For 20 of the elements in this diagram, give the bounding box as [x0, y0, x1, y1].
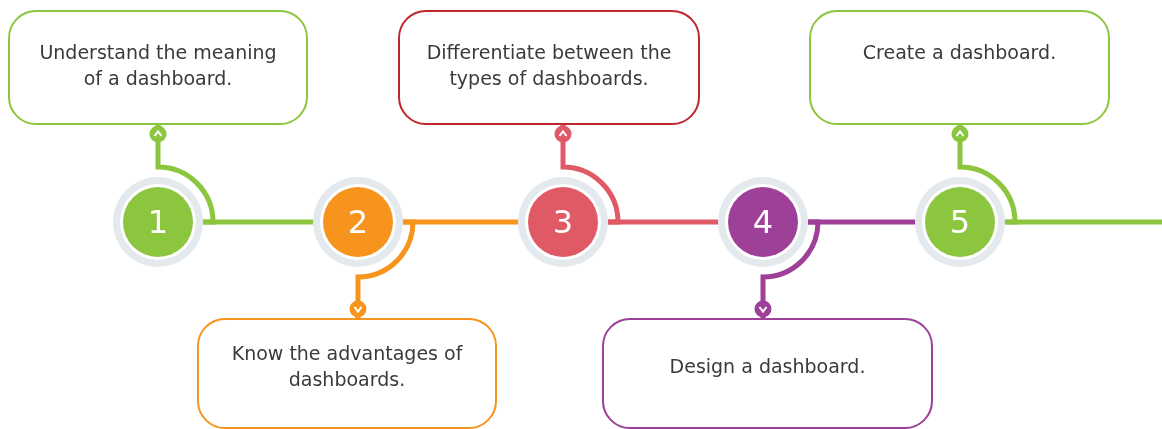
connector-line — [203, 219, 313, 225]
step-number: 3 — [552, 206, 574, 238]
connector-line — [1005, 219, 1162, 225]
step-description: Design a dashboard. — [669, 353, 866, 379]
step-description: Differentiate between the types of dashboards. — [425, 40, 673, 91]
step-text-box — [398, 10, 700, 125]
step-text-box — [602, 318, 933, 429]
step-number: 4 — [752, 206, 774, 238]
step-number: 1 — [147, 206, 169, 238]
step-description: Create a dashboard. — [862, 40, 1057, 65]
step-number: 5 — [949, 206, 971, 238]
step-description: Understand the meaning of a dashboard. — [38, 40, 278, 91]
connector-line — [403, 219, 518, 225]
connector-line — [608, 219, 718, 225]
step-text-box — [197, 318, 497, 429]
step-text-box — [8, 10, 308, 125]
connector-line — [808, 219, 915, 225]
step-description: Know the advantages of dashboards. — [230, 340, 464, 392]
step-text-box — [809, 10, 1110, 125]
step-number: 2 — [347, 206, 369, 238]
